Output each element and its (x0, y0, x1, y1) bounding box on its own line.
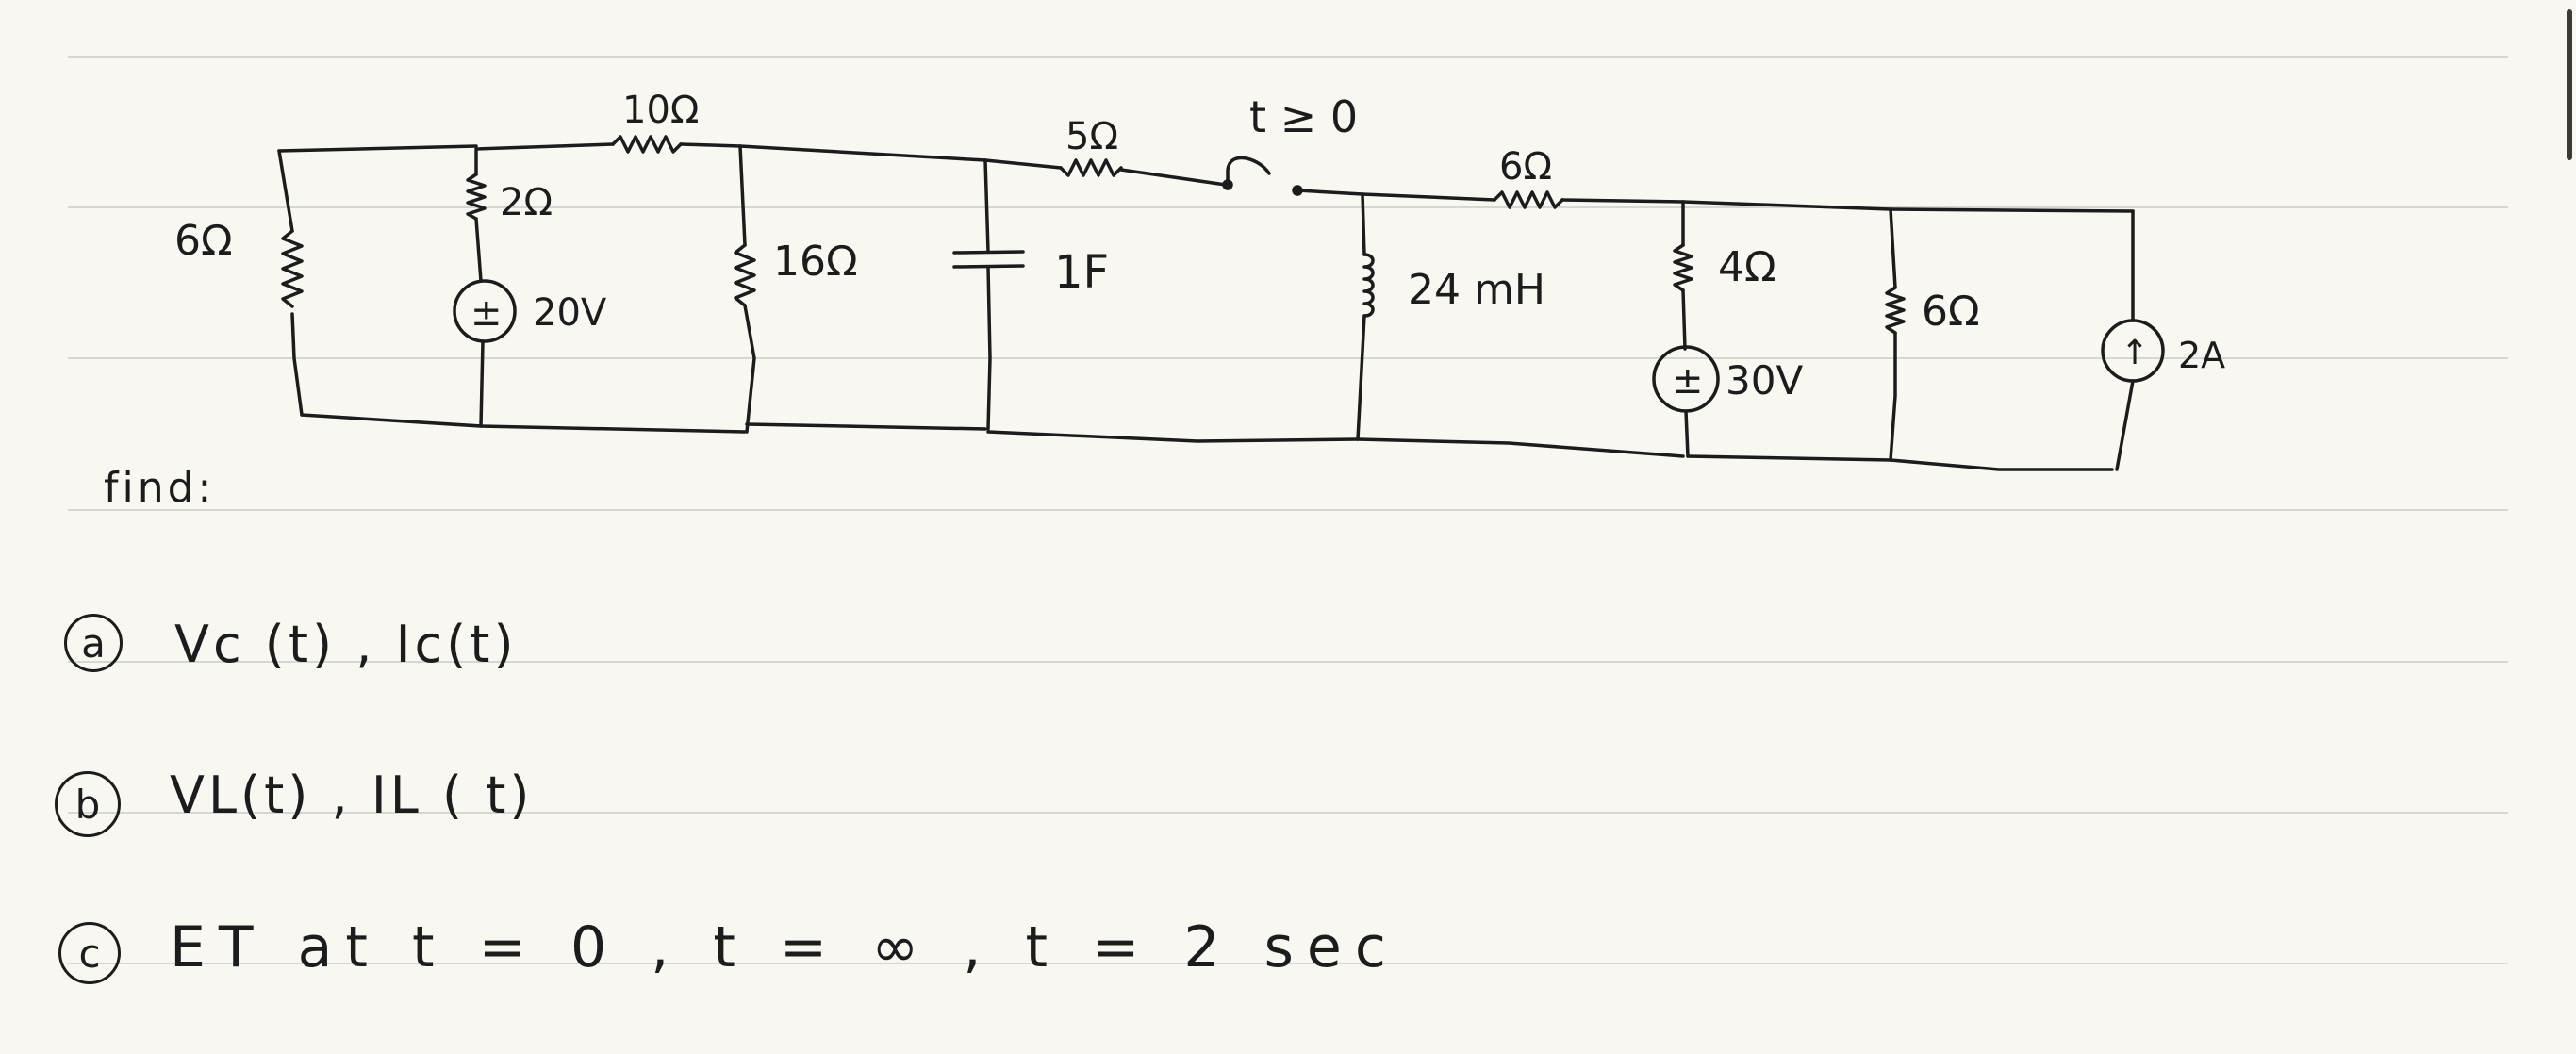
voltage-source-20v (453, 279, 517, 343)
wire-bottom-ind-to-4ohm (1356, 437, 1685, 458)
resistor-16ohm (734, 243, 756, 307)
wire-source-to-bottom (479, 339, 485, 428)
wire-ind-top (1361, 192, 1366, 256)
wire-16ohm-top (738, 144, 747, 247)
wire-switch-to-inductor (1296, 189, 1364, 196)
wire-bottom-left (300, 413, 747, 434)
label-r7: 4Ω (1718, 243, 1776, 291)
wire-isrc-bottom (2115, 379, 2135, 471)
wire-top-to-isrc (1889, 207, 2135, 213)
wire-6ohm-to-4ohm-node (1560, 198, 1685, 204)
plus-minus-icon: ± (471, 291, 503, 335)
capacitor-plate-top (952, 250, 1025, 255)
wire-16ohm-bottom (743, 304, 756, 434)
wire-top-left (277, 144, 478, 153)
item-b-text: VL(t) , IL ( t) (170, 766, 534, 825)
label-isrc: 2A (2178, 335, 2225, 376)
resistor-6ohm-left (281, 229, 304, 308)
wire-ind-to-6ohm (1361, 192, 1496, 202)
resistor-2ohm (466, 173, 487, 221)
resistor-6ohm-top (1493, 190, 1564, 209)
resistor-6ohm-right (1885, 286, 1906, 335)
wire-cap-top (983, 158, 990, 254)
label-r5: 5Ω (1065, 115, 1118, 158)
wire-bottom-to-isrc (1889, 458, 2114, 471)
label-cap: 1F (1054, 246, 1109, 299)
item-a-text: Vc (t) , Ic(t) (174, 615, 518, 674)
inductor-24mh (1362, 253, 1375, 318)
wire-left-lower (290, 312, 304, 417)
wire-top-to-10ohm (474, 142, 615, 151)
item-c-marker: c (58, 922, 121, 984)
wire-5ohm-to-switch (1119, 168, 1228, 187)
wire-bottom-cap-to-ind (986, 430, 1360, 443)
wire-4ohm-to-6ohm-top (1681, 200, 1892, 211)
label-r4: 16Ω (773, 238, 858, 286)
label-v2: 30V (1726, 357, 1803, 403)
wire-30v-to-bottom (1684, 409, 1690, 458)
label-ind: 24 mH (1408, 266, 1545, 314)
resistor-5ohm (1059, 158, 1123, 177)
label-switch: t ≥ 0 (1249, 91, 1358, 142)
resistor-4ohm (1673, 243, 1693, 292)
label-r1: 6Ω (174, 217, 233, 265)
item-a-marker: a (64, 614, 123, 672)
wire-10ohm-to-node (679, 142, 742, 148)
label-r2: 2Ω (500, 181, 553, 224)
label-r3: 10Ω (622, 89, 699, 132)
label-r8: 6Ω (1922, 288, 1980, 336)
wire-6ohm-right-top (1889, 207, 1897, 289)
label-r6: 6Ω (1499, 145, 1552, 189)
wire-4ohm-to-source (1681, 288, 1687, 351)
scrollbar[interactable] (2567, 9, 2572, 160)
wire-2ohm-to-source (474, 217, 483, 283)
wire-cap-bottom (986, 265, 992, 431)
wire-top-16-to-cap (738, 144, 987, 162)
resistor-10ohm (611, 135, 683, 154)
wire-cap-to-5ohm (983, 158, 1063, 170)
wire-left-vertical (277, 149, 294, 233)
item-b-marker: b (55, 771, 121, 837)
wire-ind-bottom (1356, 314, 1366, 441)
wire-6ohm-right-bottom (1889, 331, 1897, 462)
label-v1: 20V (533, 291, 607, 335)
switch-blade (1226, 156, 1271, 187)
find-label: find: (104, 464, 216, 512)
item-c-text: ET at t = 0 , t = ∞ , t = 2 sec (170, 914, 1399, 980)
plus-minus-icon: ± (1672, 359, 1704, 403)
wire-bottom-16-to-cap (745, 422, 987, 431)
wire-4ohm-to-6ohm-bottom (1686, 454, 1892, 462)
arrow-up-icon: ↑ (2121, 334, 2149, 372)
